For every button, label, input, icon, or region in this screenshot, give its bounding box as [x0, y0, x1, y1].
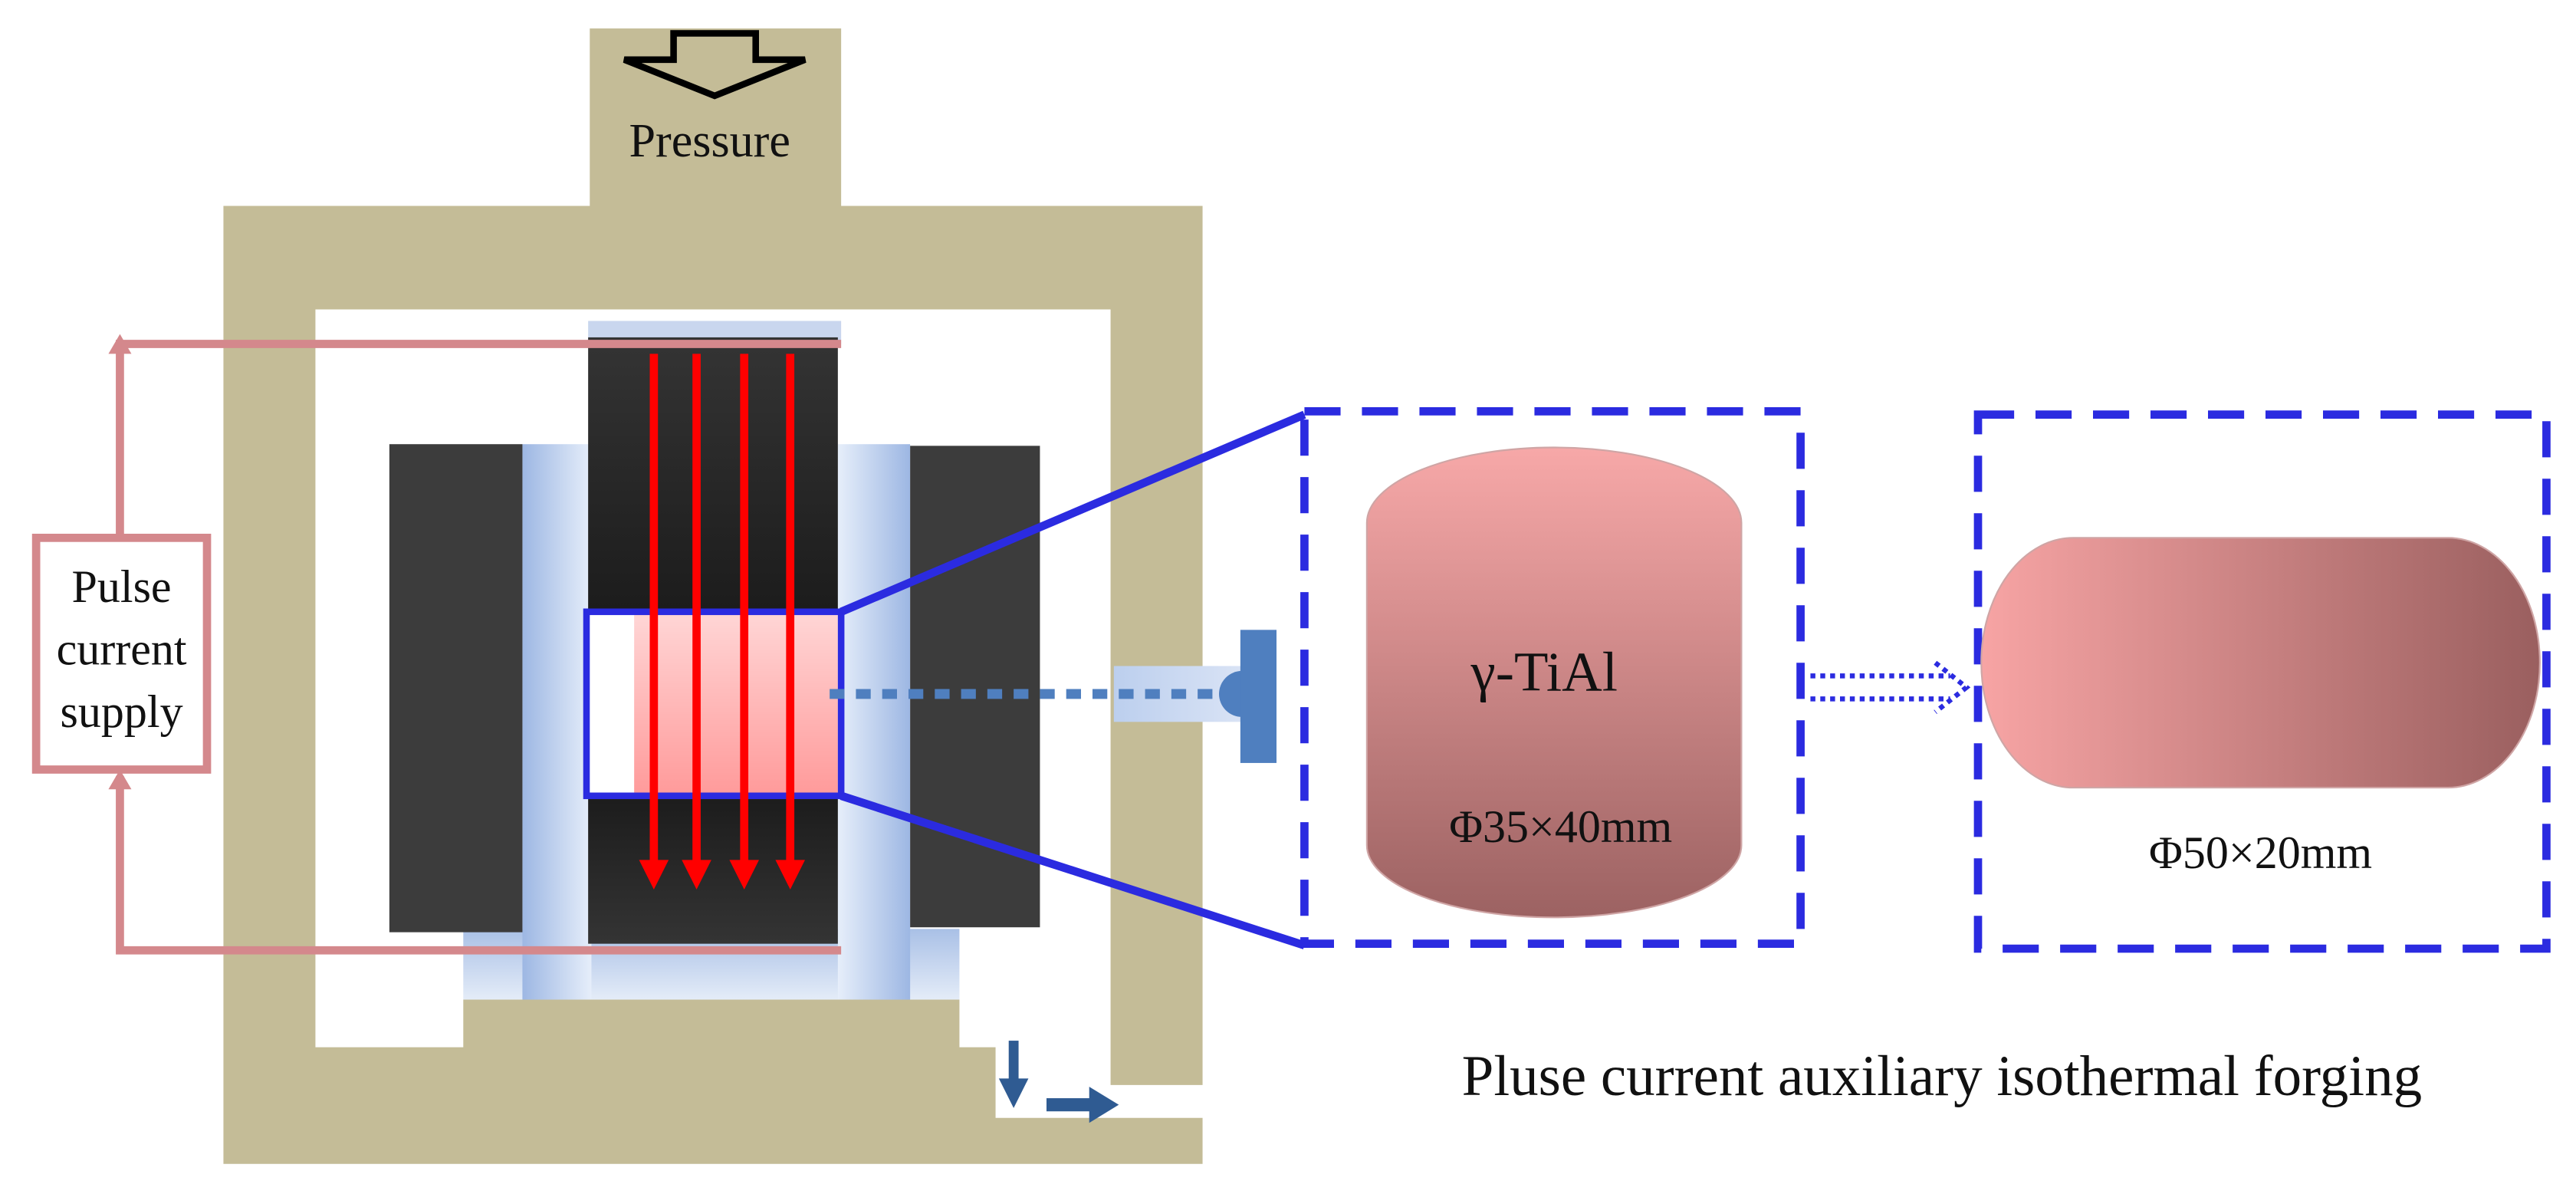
initial-specimen-cylinder [1365, 446, 1743, 919]
right-arrow-icon [1089, 1087, 1119, 1123]
press-frame-body [223, 28, 1203, 1164]
zoom-box-initial [1300, 407, 1805, 948]
material-label: γ-TiAl [1470, 641, 1618, 703]
down-arrow-icon [998, 1078, 1029, 1108]
outlet-arrows [998, 1041, 1119, 1123]
final-size-label: Φ50×20mm [2149, 827, 2372, 878]
press-frame [223, 28, 1203, 1164]
current-flow-arrows [639, 354, 805, 890]
pulse-current-supply-box [31, 533, 212, 774]
specimen-outline [583, 608, 845, 800]
left-container-sleeve [522, 444, 592, 1000]
right-heater [910, 446, 1040, 928]
zoom-line-bottom [840, 791, 1306, 949]
thermocouple-head [1240, 630, 1276, 763]
right-container-sleeve [837, 444, 911, 1000]
supply-label-line3: supply [61, 686, 183, 737]
supply-label-line2: current [57, 623, 187, 674]
specimen [634, 611, 838, 796]
wire-up-arrow-icon [108, 769, 132, 790]
forged-specimen-disc [1980, 537, 2541, 789]
diagram-caption: Pluse current auxiliary isothermal forgi… [1462, 1044, 2422, 1108]
pressure-label: Pressure [629, 115, 790, 167]
zoom-line-top [840, 410, 1306, 616]
lower-die [588, 795, 838, 944]
upper-die [588, 337, 838, 612]
supply-label-line1: Pulse [72, 561, 172, 612]
right-arrow-icon [1046, 1098, 1092, 1112]
dotted-right-arrow-icon [1810, 660, 1971, 715]
thermocouple-icon [1219, 670, 1242, 717]
zoom-box-final [1973, 410, 2551, 953]
left-heater [389, 444, 523, 933]
wire-up-arrow-icon [108, 334, 132, 354]
initial-size-label: Φ35×40mm [1449, 801, 1672, 852]
hollow-down-arrow-icon [623, 30, 807, 100]
down-arrow-icon [1008, 1041, 1019, 1084]
